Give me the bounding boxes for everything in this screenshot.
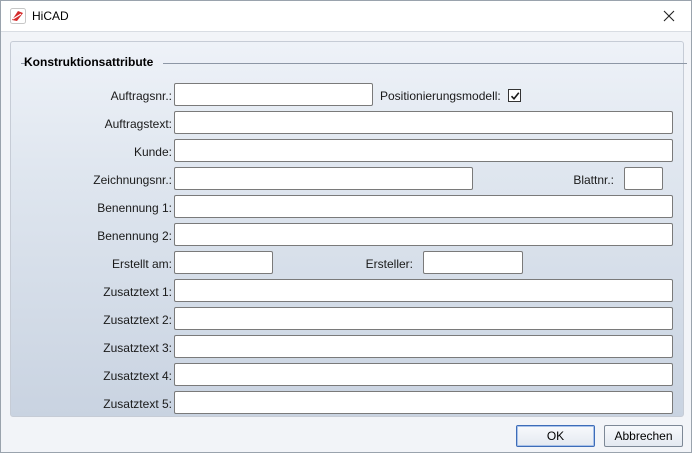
kunde-label: Kunde:	[133, 145, 172, 159]
auftragstext-field[interactable]	[174, 111, 673, 134]
benennung2-field[interactable]	[174, 223, 673, 246]
positionierungsmodell-checkbox[interactable]	[508, 89, 521, 102]
zusatztext5-label: Zusatztext 5:	[103, 397, 172, 411]
kunde-field[interactable]	[174, 139, 673, 162]
zusatztext4-field[interactable]	[174, 363, 673, 386]
zusatztext3-label: Zusatztext 3:	[103, 341, 172, 355]
zusatztext3-field[interactable]	[174, 335, 673, 358]
benennung2-label: Benennung 2:	[97, 229, 172, 243]
konstruktionsattribute-group: Konstruktionsattribute Auftragsnr.: Posi…	[10, 41, 687, 417]
auftragstext-label: Auftragstext:	[104, 117, 172, 131]
zusatztext1-field[interactable]	[174, 279, 673, 302]
ersteller-field[interactable]	[423, 251, 523, 274]
group-title: Konstruktionsattribute	[24, 55, 154, 69]
blattnr-field[interactable]	[624, 167, 663, 190]
zusatztext2-field[interactable]	[174, 307, 673, 330]
close-button[interactable]	[647, 1, 691, 31]
auftragsnr-field[interactable]	[174, 83, 373, 106]
hicad-app-icon	[10, 8, 26, 24]
title-bar[interactable]: HiCAD	[1, 1, 691, 32]
window-title: HiCAD	[32, 9, 69, 23]
zeichnungsnr-field[interactable]	[174, 167, 473, 190]
group-divider-left	[21, 63, 25, 64]
dialog-body: Konstruktionsattribute Auftragsnr.: Posi…	[1, 32, 691, 452]
benennung1-field[interactable]	[174, 195, 673, 218]
ok-button[interactable]: OK	[516, 425, 595, 447]
benennung1-label: Benennung 1:	[97, 201, 172, 215]
blattnr-label: Blattnr.:	[573, 173, 614, 187]
cancel-button[interactable]: Abbrechen	[604, 425, 683, 447]
positionierungsmodell-label: Positionierungsmodell:	[380, 89, 501, 103]
zeichnungsnr-label: Zeichnungsnr.:	[93, 173, 172, 187]
erstellt-am-field[interactable]	[174, 251, 273, 274]
checkmark-icon	[510, 91, 519, 100]
zusatztext2-label: Zusatztext 2:	[103, 313, 172, 327]
zusatztext1-label: Zusatztext 1:	[103, 285, 172, 299]
zusatztext4-label: Zusatztext 4:	[103, 369, 172, 383]
zusatztext5-field[interactable]	[174, 391, 673, 414]
auftragsnr-label: Auftragsnr.:	[110, 89, 172, 103]
close-icon	[663, 10, 675, 22]
erstellt-am-label: Erstellt am:	[111, 257, 172, 271]
ersteller-label: Ersteller:	[365, 257, 413, 271]
group-divider	[163, 63, 687, 64]
